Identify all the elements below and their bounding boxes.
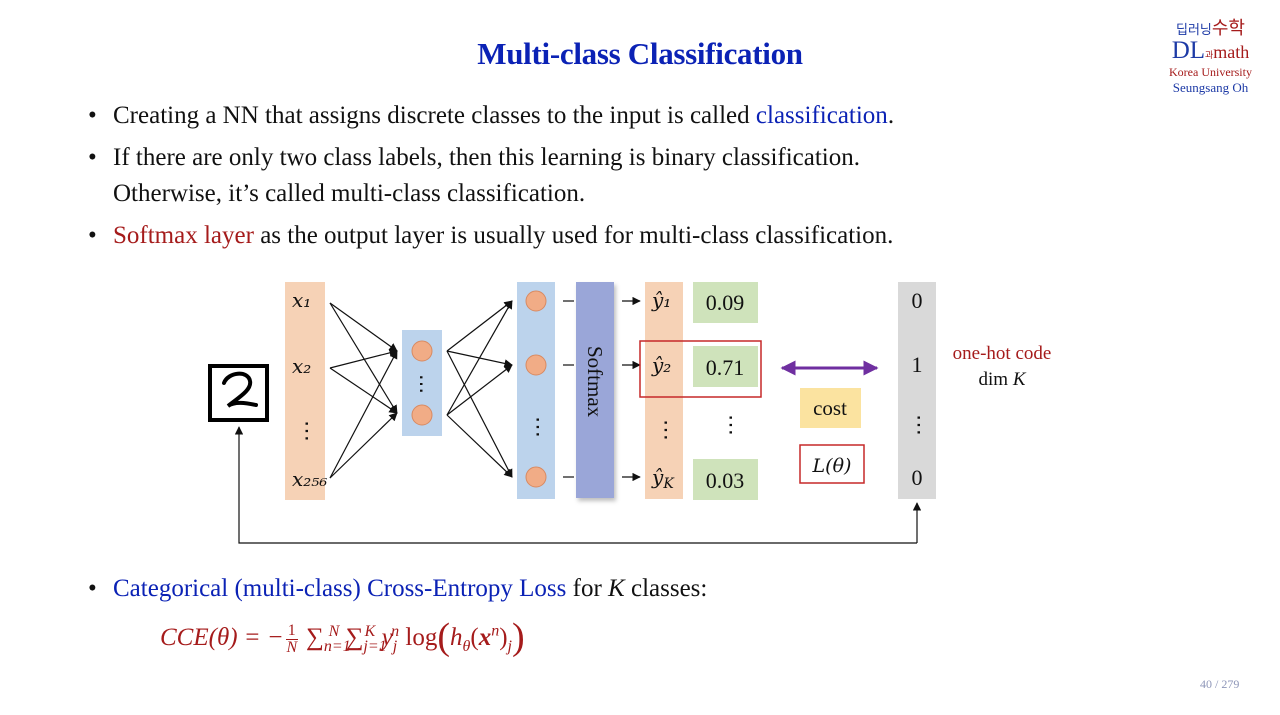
bullet-1: Creating a NN that assigns discrete clas… xyxy=(88,98,1088,134)
bullet-1-end: . xyxy=(887,102,895,129)
output-node-2 xyxy=(525,354,547,376)
cost-box xyxy=(800,388,861,428)
onehot-value-k: 0 xyxy=(912,465,923,490)
hidden-output-connections xyxy=(446,300,513,478)
input-x256: x₂₅₆ xyxy=(292,467,327,491)
feedback-line-left xyxy=(234,426,917,544)
input-hidden-connections xyxy=(329,302,398,479)
bullet-3: Softmax layer as the output layer is usu… xyxy=(88,218,1088,254)
bullet-3-text: as the output layer is usually used for … xyxy=(253,222,894,249)
formula-lhs: CCE(θ) = − xyxy=(160,624,284,651)
input-x1: x₁ xyxy=(292,288,311,312)
prob-value-2: 0.71 xyxy=(706,355,745,380)
prob-box-1 xyxy=(693,282,758,323)
onehot-label: one-hot code xyxy=(953,343,1052,364)
bullet-2-line1: If there are only two class labels, then… xyxy=(113,144,860,171)
yhat-2: ŷ₂ xyxy=(651,353,671,377)
loss-box xyxy=(799,444,865,484)
bullet-1-highlight: classification xyxy=(755,102,888,129)
prediction-bar xyxy=(645,282,683,499)
loss-name: Categorical (multi-class) Cross-Entropy … xyxy=(113,575,567,602)
bullet-list: Creating a NN that assigns discrete clas… xyxy=(88,98,1088,254)
loss-bullet: Categorical (multi-class) Cross-Entropy … xyxy=(88,571,707,607)
loss-label: L(θ) xyxy=(812,455,852,477)
onehot-value-1: 0 xyxy=(912,288,923,313)
output-softmax-lines xyxy=(563,300,574,478)
output-node-1 xyxy=(525,290,547,312)
dim-label: dim K xyxy=(979,369,1027,390)
softmax-label: Softmax xyxy=(583,346,607,418)
hidden-dots: ⋯ xyxy=(410,374,434,394)
mnist-digit-image xyxy=(208,364,269,422)
onehot-dots: ⋯ xyxy=(906,414,931,436)
hidden-node-1 xyxy=(411,340,433,362)
output-node-k xyxy=(525,466,547,488)
output-layer-bar xyxy=(517,282,555,499)
bullet-3-highlight: Softmax layer xyxy=(113,222,254,249)
yhat-1: ŷ₁ xyxy=(651,288,671,312)
loss-mid: for xyxy=(566,575,609,602)
hidden-node-2 xyxy=(411,404,433,426)
highlight-box-y2 xyxy=(639,340,762,398)
bullet-2: If there are only two class labels, then… xyxy=(88,140,1088,212)
prob-value-k: 0.03 xyxy=(706,468,745,493)
bullet-1-text: Creating a NN that assigns discrete clas… xyxy=(113,102,756,129)
onehot-value-2: 1 xyxy=(912,352,923,377)
input-layer-bar xyxy=(285,282,325,500)
loss-var: K xyxy=(608,575,625,602)
logo-korean-left: 딥러닝 xyxy=(1175,23,1212,38)
prob-value-1: 0.09 xyxy=(706,290,745,315)
onehot-bar xyxy=(898,282,936,499)
bullet-4: Categorical (multi-class) Cross-Entropy … xyxy=(88,571,707,607)
page-number: 40 / 279 xyxy=(1200,677,1240,691)
prob-dots: ⋯ xyxy=(718,414,743,436)
logo-dl: DL xyxy=(1171,37,1206,64)
course-logo: 딥러닝수학 DL과math Korea University Seungsang… xyxy=(1158,18,1263,95)
loss-end: classes: xyxy=(624,575,708,602)
bullet-2-line2: Otherwise, it’s called multi-class class… xyxy=(113,180,586,207)
logo-korean-right: 수학 xyxy=(1211,18,1245,39)
logo-author: Seungsang Oh xyxy=(1172,80,1249,95)
yhat-k: ŷK xyxy=(651,465,675,492)
input-dots: ⋯ xyxy=(294,420,319,442)
slide-title: Multi-class Classification xyxy=(477,36,803,71)
yhat-dots: ⋯ xyxy=(653,419,678,441)
logo-university: Korea University xyxy=(1169,65,1252,79)
prob-box-2 xyxy=(693,346,758,387)
cost-label: cost xyxy=(813,396,847,420)
logo-korean-mid: 과 xyxy=(1205,51,1214,61)
output-dots: ⋯ xyxy=(525,416,550,438)
softmax-bar xyxy=(576,282,614,498)
softmax-output-arrows xyxy=(622,296,641,482)
logo-math: math xyxy=(1213,42,1250,62)
input-x2: x₂ xyxy=(292,354,311,378)
prob-box-k xyxy=(693,459,758,500)
